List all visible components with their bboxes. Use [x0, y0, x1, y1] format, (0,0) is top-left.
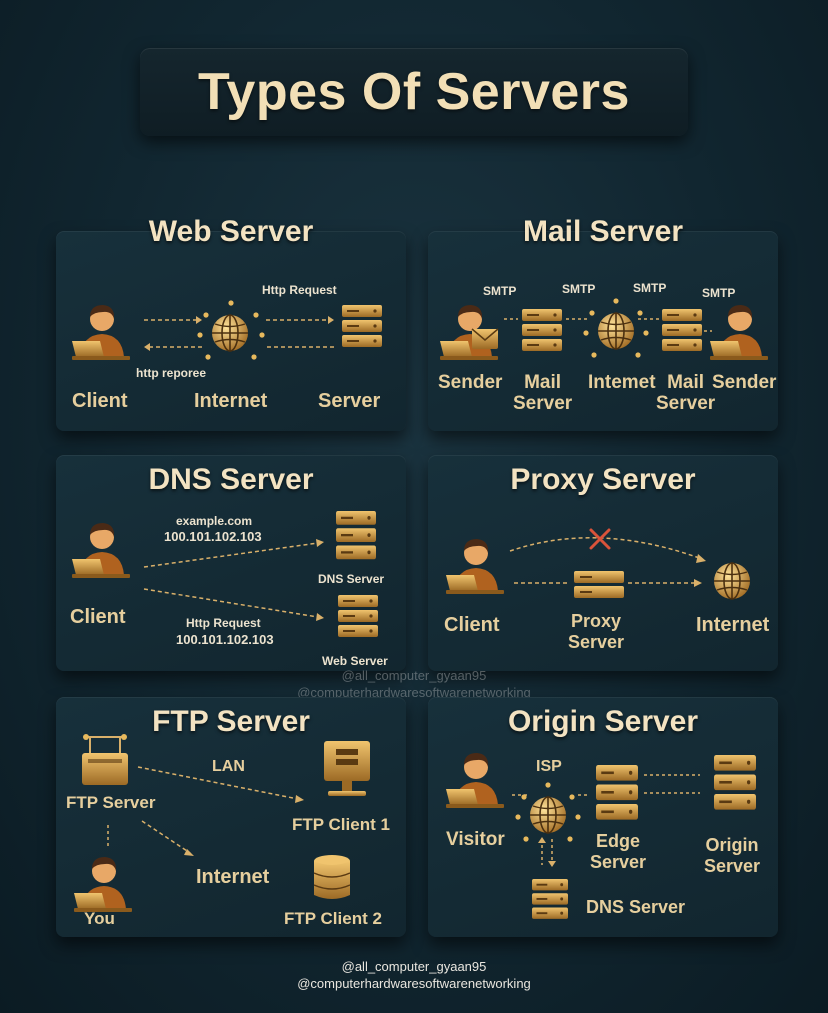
ftp-server-panel: FTP Server FTP Server LAN FTP Client 1 I… — [56, 697, 406, 937]
dns-server-title: DNS Server — [148, 463, 314, 496]
web-arrows — [144, 316, 334, 351]
dns-arrows — [143, 539, 324, 621]
sender-label-2: Sender — [712, 372, 777, 393]
router-icon — [82, 734, 128, 785]
internet-label: Internet — [196, 866, 270, 888]
internet-globe-icon — [713, 562, 751, 600]
ftp-server-title: FTP Server — [152, 705, 310, 738]
ftp-arrows — [107, 766, 304, 856]
http-response-label: http reporee — [136, 366, 207, 380]
mail-server-2-icon — [662, 309, 702, 351]
smtp-label-2: SMTP — [562, 282, 596, 296]
you-label: You — [84, 909, 115, 928]
server-rack-icon — [342, 305, 382, 347]
receiver-person-icon — [710, 305, 768, 360]
watermark-site: @computerhardwaresoftwarenetworking — [297, 685, 531, 700]
mail-server-panel: Mail Server SMTP SMTP SMTP SMTP Sender M… — [428, 215, 778, 431]
dns-server-icon — [532, 879, 568, 919]
title-banner: Types Of Servers — [140, 48, 688, 136]
origin-server-icon — [714, 755, 756, 810]
ftp-server-label: FTP Server — [66, 793, 156, 812]
globe-dots — [515, 782, 581, 842]
ftp-client-1-label: FTP Client 1 — [292, 815, 390, 834]
footer-credits: @all_computer_gyaan95 @computerhardwares… — [0, 958, 828, 992]
lan-label: LAN — [212, 758, 245, 775]
sender-label-1: Sender — [438, 372, 503, 393]
web-server-icon — [338, 595, 378, 637]
smtp-label-3: SMTP — [633, 281, 667, 295]
ftp-client-2-database-icon — [313, 855, 351, 899]
client-label: Client — [72, 390, 128, 412]
internet-label: Internet — [696, 614, 770, 636]
dns-server-icon — [336, 511, 376, 560]
origin-server-title: Origin Server — [507, 705, 699, 738]
proxy-server-title: Proxy Server — [510, 463, 696, 496]
page-title: Types Of Servers — [198, 63, 630, 121]
you-person-icon — [74, 857, 132, 912]
footer-handle: @all_computer_gyaan95 — [341, 959, 487, 974]
edge-server-icon — [596, 765, 638, 820]
ftp-client-1-monitor-icon — [324, 741, 370, 796]
internet-label: Intemet — [588, 372, 656, 393]
globe-dots — [583, 298, 649, 358]
isp-label: ISP — [536, 758, 562, 775]
ip-label-1: 100.101.102.103 — [164, 529, 262, 544]
dns-server-label: DNS Server — [318, 572, 385, 586]
client-label: Client — [70, 606, 126, 628]
smtp-label-4: SMTP — [702, 286, 736, 300]
web-server-title: Web Server — [148, 215, 314, 248]
proxy-server-icon — [574, 571, 624, 598]
globe-dots — [197, 300, 265, 360]
web-server-label: Web Server — [322, 654, 388, 668]
mail-server-1-icon — [522, 309, 562, 351]
web-server-panel: Web Server Http Request http reporee Cli… — [56, 215, 406, 431]
dns-server-panel: DNS Server example.com 100.101.102.103 H… — [56, 455, 406, 671]
smtp-label-1: SMTP — [483, 284, 517, 298]
watermark-middle: @all_computer_gyaan95 @computerhardwares… — [0, 667, 828, 701]
mail-arrows — [504, 318, 712, 332]
blocked-x-icon — [589, 528, 611, 550]
http-request-label: Http Request — [262, 283, 337, 297]
visitor-label: Visitor — [446, 829, 505, 850]
client-label: Client — [444, 614, 500, 636]
envelope-icon — [471, 328, 499, 349]
watermark-handle: @all_computer_gyaan95 — [341, 668, 487, 683]
mail-server-title: Mail Server — [522, 215, 684, 248]
ip-label-2: 100.101.102.103 — [176, 632, 274, 647]
dns-server-label: DNS Server — [586, 897, 686, 917]
ftp-client-2-label: FTP Client 2 — [284, 909, 382, 928]
domain-label: example.com — [176, 514, 253, 528]
footer-site: @computerhardwaresoftwarenetworking — [297, 976, 531, 991]
server-label: Server — [318, 390, 381, 412]
http-request-label: Http Request — [186, 616, 261, 630]
internet-label: Internet — [194, 390, 268, 412]
